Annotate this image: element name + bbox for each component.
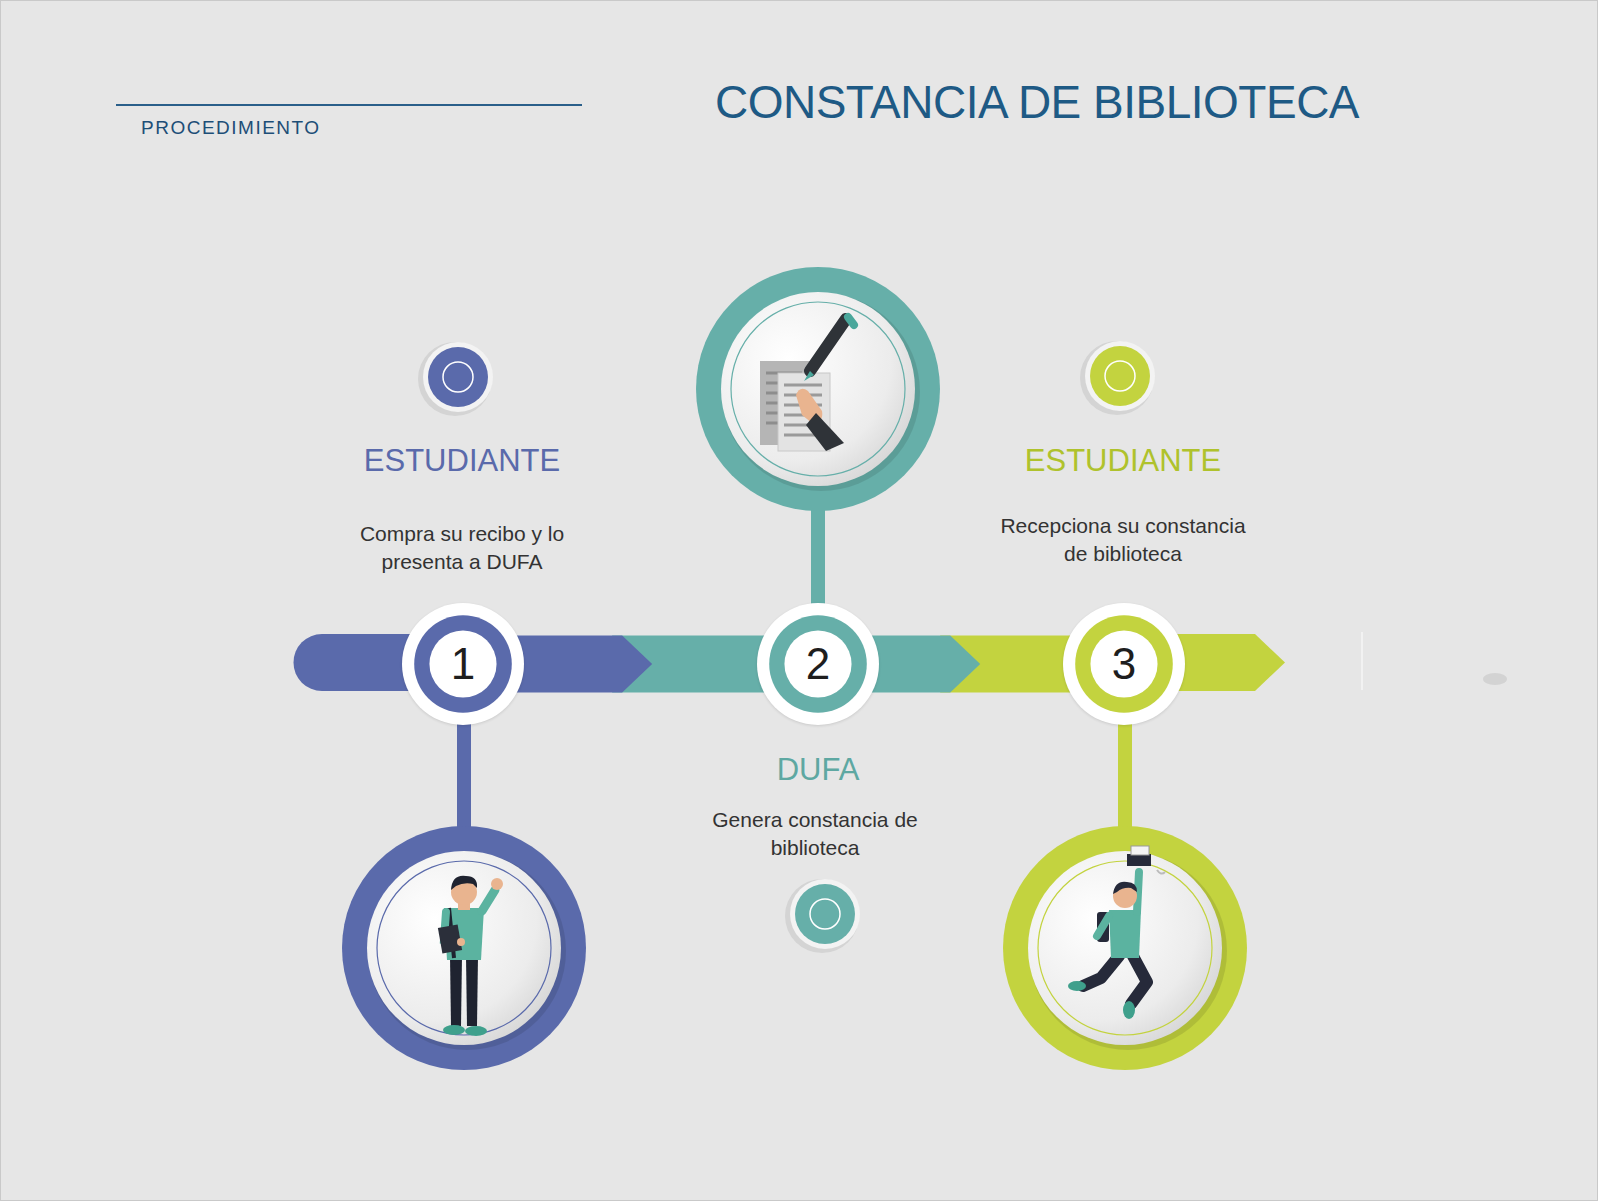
diagram-title: CONSTANCIA DE BIBLIOTECA bbox=[715, 75, 1359, 129]
icon-circle-part bbox=[377, 861, 551, 1035]
role-heading: ESTUDIANTE bbox=[1025, 440, 1221, 482]
decor-mark-part bbox=[1361, 632, 1363, 690]
student-figure-part bbox=[482, 890, 495, 911]
accent-dot-part bbox=[428, 347, 488, 407]
student-figure-part bbox=[443, 1025, 465, 1035]
icon-circle-part bbox=[1028, 851, 1222, 1045]
step-ring-center bbox=[1090, 630, 1157, 697]
accent-dot-part bbox=[1090, 346, 1150, 406]
accent-dot-part bbox=[1085, 341, 1155, 411]
jumping-student-figure-part bbox=[1127, 854, 1151, 866]
header-rule bbox=[116, 105, 582, 106]
student-figure bbox=[438, 876, 503, 1036]
step-ring-fill bbox=[414, 615, 512, 713]
icon-circle bbox=[1003, 826, 1247, 1070]
accent-dot-part bbox=[795, 884, 855, 944]
jumping-student-figure-part bbox=[1123, 1001, 1135, 1019]
jumping-student-figure-part bbox=[1097, 912, 1109, 942]
icon-circle-part bbox=[1003, 826, 1247, 1070]
document-icon-part-part bbox=[784, 384, 822, 387]
step-ring-fill bbox=[769, 615, 867, 713]
timeline-arrowhead bbox=[510, 636, 652, 693]
student-figure-part bbox=[457, 938, 465, 946]
document-icon bbox=[760, 317, 854, 451]
timeline-arrowhead bbox=[865, 636, 980, 693]
accent-dot-part bbox=[1080, 341, 1154, 415]
step-description: Genera constancia de biblioteca bbox=[690, 806, 940, 863]
accent-dot bbox=[1080, 341, 1155, 415]
step-ring-center bbox=[429, 630, 496, 697]
jumping-student-figure-part bbox=[1137, 872, 1139, 912]
icon-circle bbox=[342, 826, 586, 1070]
step-number: 3 bbox=[1112, 642, 1136, 686]
jumping-student-figure-part bbox=[1109, 910, 1141, 958]
student-figure-part bbox=[450, 956, 462, 1026]
icon-circle-part bbox=[1038, 861, 1212, 1035]
icon-circle-part bbox=[367, 851, 561, 1045]
icon-circle-part bbox=[342, 826, 586, 1070]
student-figure-part bbox=[465, 1026, 487, 1036]
role-heading: DUFA bbox=[777, 749, 860, 791]
icon-circle-part bbox=[696, 267, 940, 511]
jumping-student-figure-part bbox=[1131, 956, 1147, 1004]
student-figure-part bbox=[451, 876, 477, 890]
icon-circle bbox=[696, 267, 940, 511]
section-label: PROCEDIMIENTO bbox=[141, 115, 321, 141]
decor-mark bbox=[1362, 632, 1507, 690]
connector-stem bbox=[457, 500, 1132, 830]
step-ring-fill bbox=[1075, 615, 1173, 713]
step-description: Recepciona su constancia de biblioteca bbox=[992, 512, 1254, 569]
timeline-arrow bbox=[510, 636, 771, 693]
accent-dot bbox=[418, 342, 493, 416]
step-description: Compra su recibo y lo presenta a DUFA bbox=[337, 520, 587, 577]
accent-dot-part bbox=[1105, 361, 1135, 391]
decor-mark-part bbox=[1483, 673, 1507, 685]
accent-dot-part bbox=[785, 879, 859, 953]
icon-circle-part bbox=[731, 302, 905, 476]
accent-dot-part bbox=[810, 899, 840, 929]
header-rule-part bbox=[116, 104, 582, 106]
jumping-student-figure-part bbox=[1083, 956, 1119, 986]
jumping-student-figure bbox=[1068, 846, 1165, 1019]
accent-dot-part bbox=[443, 362, 473, 392]
connector-stem-part bbox=[811, 500, 825, 610]
accent-dot-part bbox=[423, 342, 493, 412]
timeline-arrow bbox=[865, 636, 1077, 693]
icon-circle-part bbox=[721, 292, 915, 486]
student-figure-part bbox=[491, 878, 503, 890]
icon-circle-part bbox=[722, 293, 920, 491]
document-icon-part bbox=[848, 317, 854, 325]
accent-dot-part bbox=[418, 342, 492, 416]
jumping-student-figure-part bbox=[1097, 916, 1109, 936]
document-icon-part bbox=[810, 319, 846, 371]
step-circle: 2 bbox=[757, 603, 879, 725]
icon-circle-part bbox=[1029, 852, 1227, 1050]
step-circle: 3 bbox=[1063, 603, 1185, 725]
document-icon-part bbox=[804, 371, 814, 381]
accent-dot-part bbox=[790, 879, 860, 949]
jumping-student-figure-part bbox=[1068, 981, 1086, 991]
step-ring-center bbox=[784, 630, 851, 697]
step-number: 2 bbox=[806, 642, 830, 686]
accent-dot bbox=[785, 879, 860, 953]
student-figure-part bbox=[466, 956, 478, 1026]
role-heading: ESTUDIANTE bbox=[364, 440, 560, 482]
icon-circle-part bbox=[368, 852, 566, 1050]
step-circle: 1 bbox=[402, 603, 524, 725]
document-icon-part bbox=[806, 413, 844, 451]
step-number: 1 bbox=[451, 642, 475, 686]
jumping-student-figure-part bbox=[1113, 882, 1137, 894]
jumping-student-figure-part bbox=[1157, 870, 1165, 874]
jumping-student-figure-part bbox=[1131, 846, 1149, 855]
